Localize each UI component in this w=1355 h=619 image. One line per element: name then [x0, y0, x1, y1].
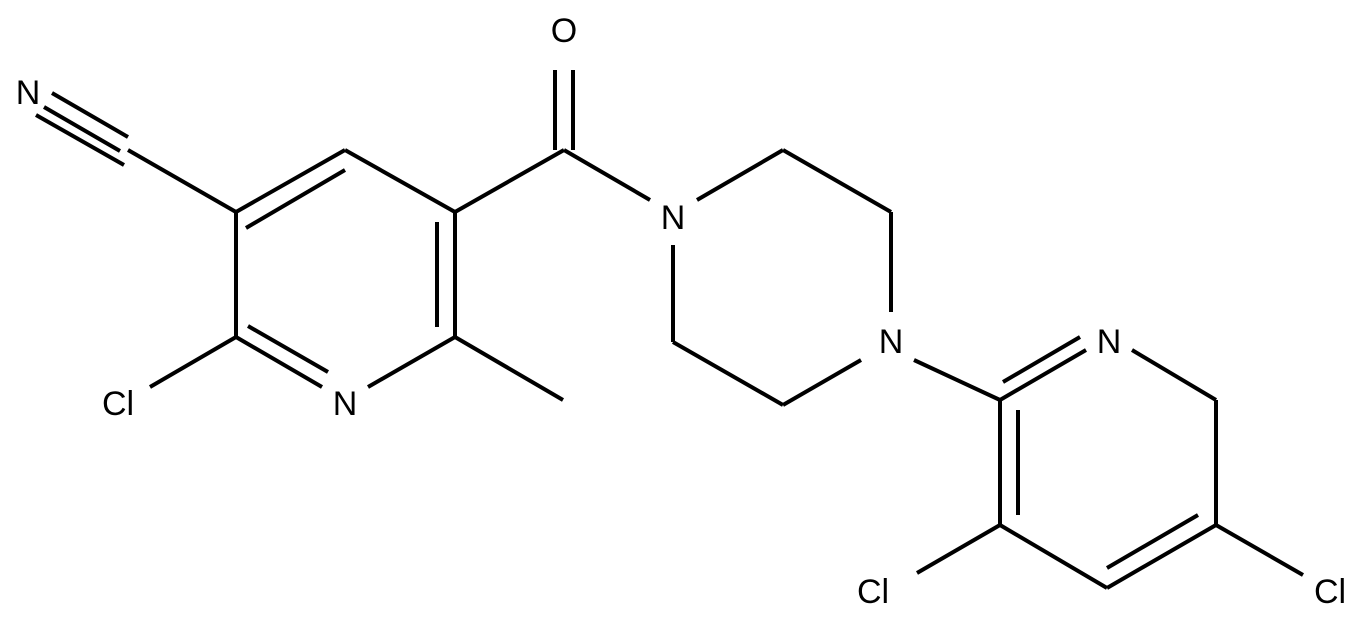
- piperazine-ring: [671, 148, 893, 407]
- methyl-bond: [453, 335, 565, 402]
- chloro-bond-1: [148, 335, 238, 389]
- aryl-amine-bond: [913, 358, 1001, 402]
- chloro-3-label: Cl: [1314, 573, 1346, 611]
- piperazine-n4-label: N: [879, 323, 904, 361]
- chloro-bond-3: [1215, 523, 1304, 577]
- piperazine-n1-label: N: [661, 199, 686, 237]
- chloro-2-label: Cl: [857, 573, 889, 611]
- pyridine-ring-2: [998, 335, 1218, 590]
- nitrile-n-label: N: [16, 74, 41, 112]
- chloro-bond-2: [915, 523, 1002, 575]
- pyridine-2-n-label: N: [1097, 323, 1122, 361]
- carbonyl-group: [454, 70, 652, 214]
- chloro-1-label: Cl: [102, 385, 134, 423]
- pyridine-ring-1: [234, 148, 457, 389]
- pyridine-1-n-label: N: [333, 385, 358, 423]
- nitrile-bond: [35, 91, 237, 214]
- carbonyl-o-label: O: [551, 12, 577, 50]
